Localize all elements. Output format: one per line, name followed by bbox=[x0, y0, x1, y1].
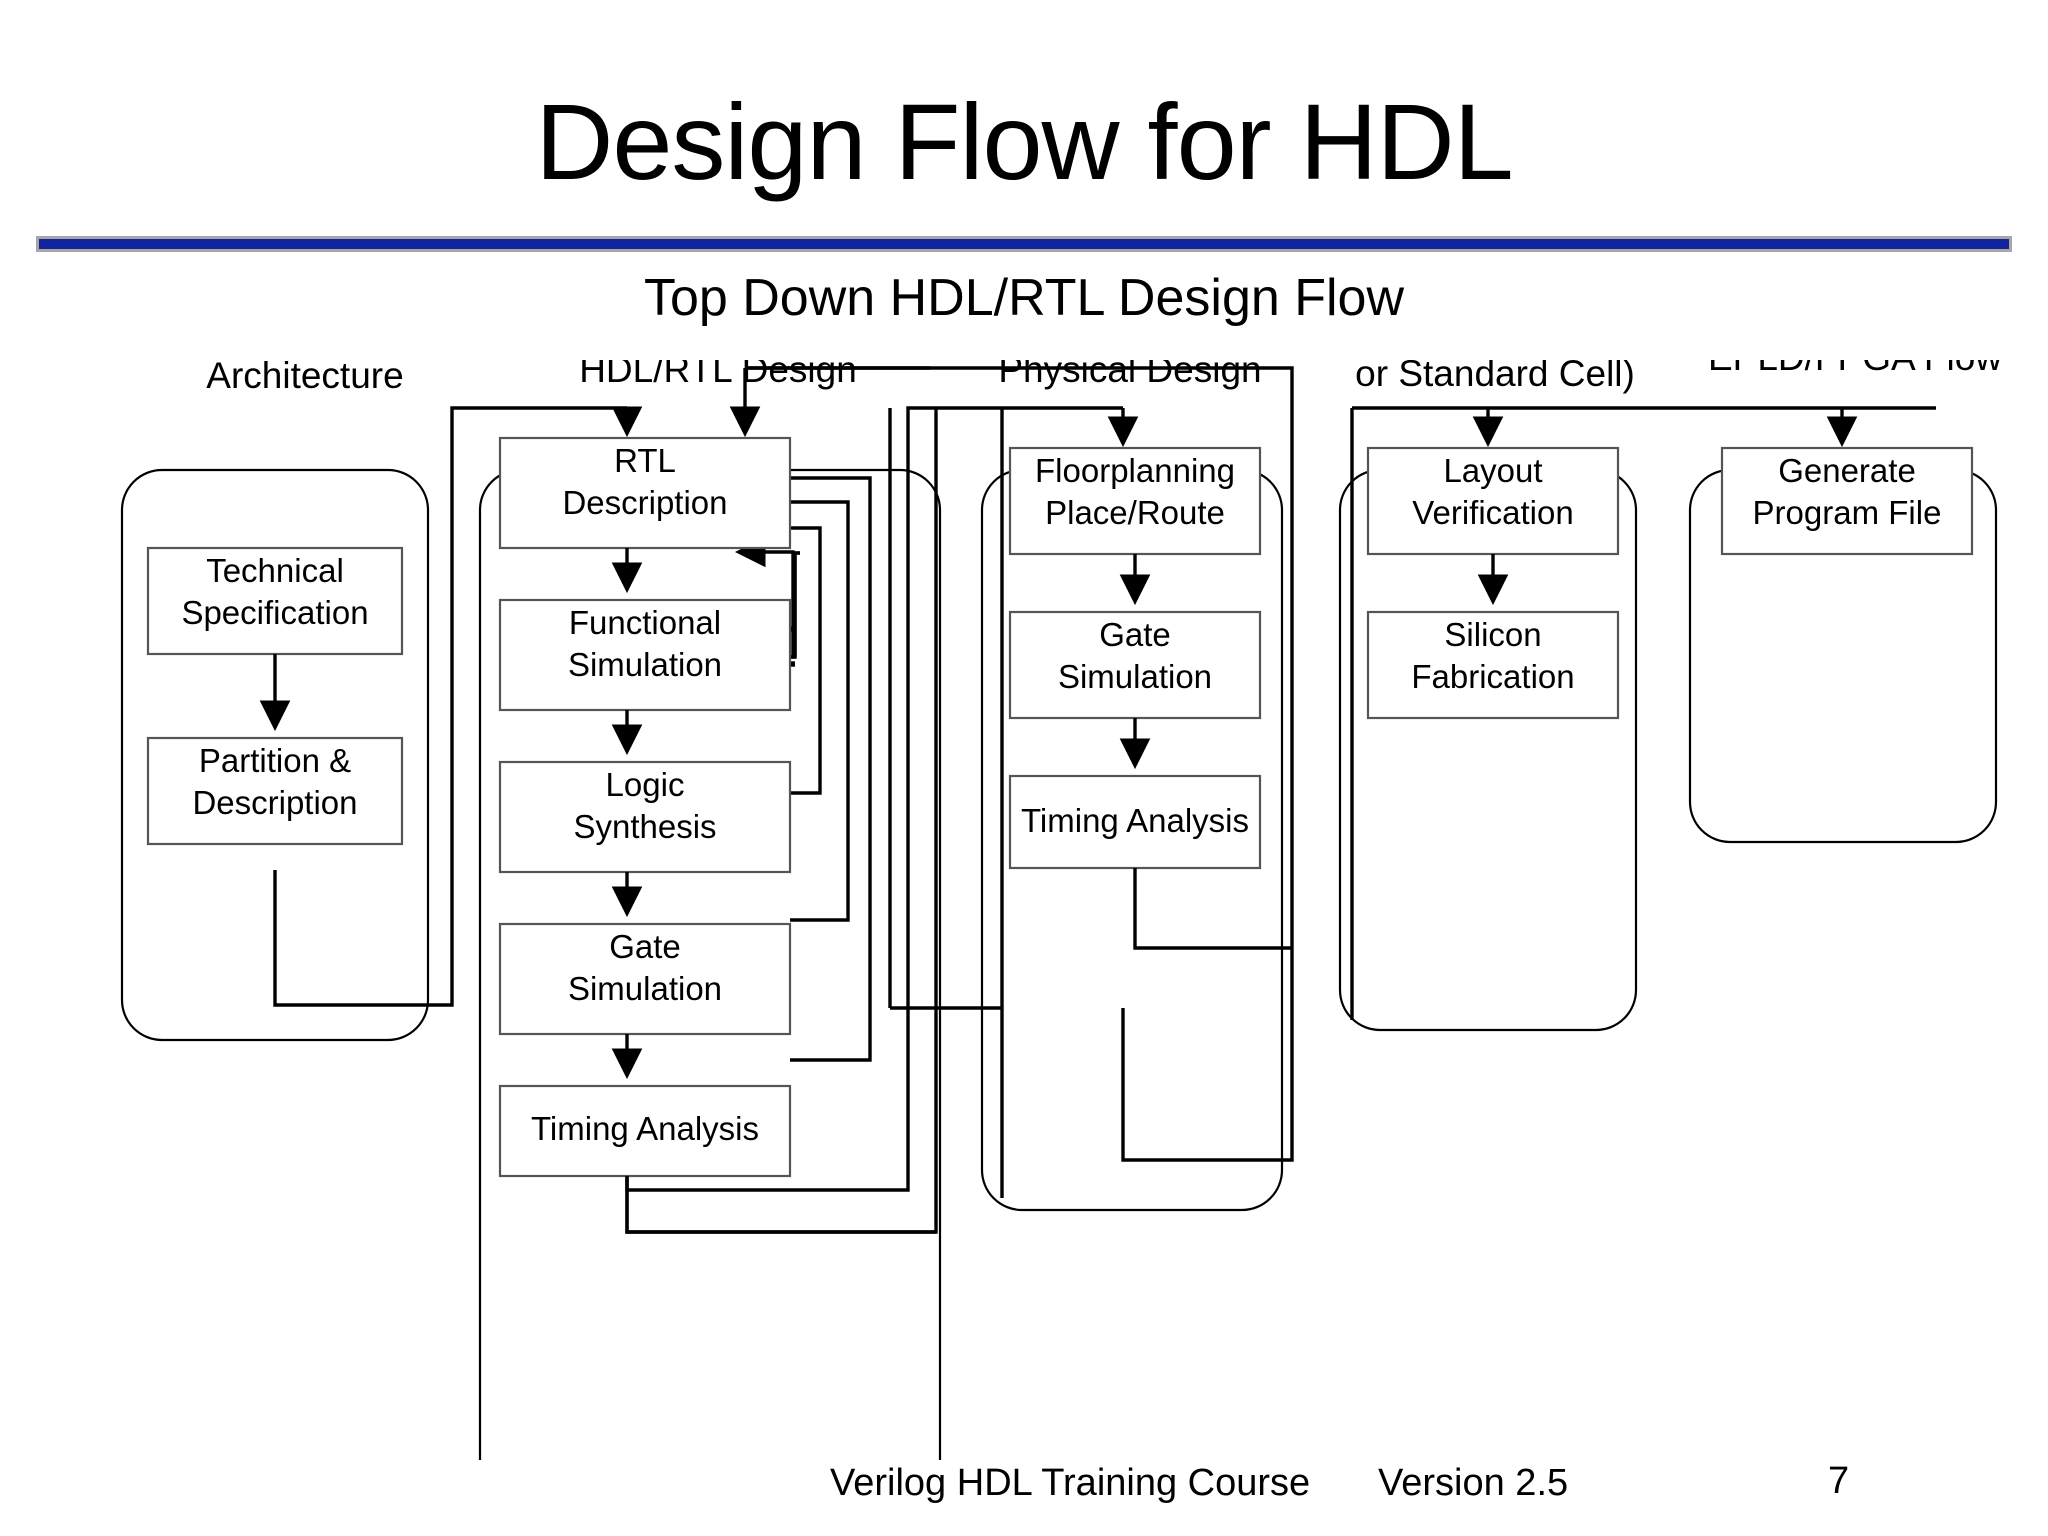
footer-version: Version 2.5 bbox=[1378, 1462, 1569, 1504]
box-layout-verification-line2: Verification bbox=[1412, 494, 1573, 531]
box-rtl-description-line2: Description bbox=[562, 484, 727, 521]
box-gate-simulation-physical-line1: Gate bbox=[1099, 616, 1171, 653]
box-gate-simulation-hdl-line1: Gate bbox=[609, 928, 681, 965]
wire-timing-phys-exit bbox=[1133, 868, 1292, 950]
box-logic-synthesis[interactable] bbox=[498, 760, 792, 874]
column-header-spec-line2: Architecture bbox=[206, 360, 403, 396]
box-logic-synthesis-line2: Synthesis bbox=[573, 808, 716, 845]
column-header-epld: EPLD/FPGA Flow bbox=[1708, 360, 2002, 378]
box-technical-specification[interactable] bbox=[146, 546, 404, 656]
box-silicon-fabrication[interactable] bbox=[1366, 610, 1620, 720]
box-silicon-fabrication-line2: Fabrication bbox=[1411, 658, 1574, 695]
footer-page-number: 7 bbox=[1828, 1460, 1850, 1502]
box-layout-verification-line1: Layout bbox=[1443, 452, 1542, 489]
box-floorplanning-line2: Place/Route bbox=[1045, 494, 1225, 531]
feedback-functional-sim bbox=[734, 536, 795, 659]
footer-course-name: Verilog HDL Training Course bbox=[830, 1462, 1311, 1504]
box-gate-simulation-physical-line2: Simulation bbox=[1058, 658, 1212, 695]
box-logic-synthesis-line1: Logic bbox=[606, 766, 685, 803]
box-gate-simulation-physical[interactable] bbox=[1008, 610, 1262, 720]
box-generate-program-file-line2: Program File bbox=[1753, 494, 1942, 531]
box-timing-analysis-hdl[interactable] bbox=[498, 1084, 792, 1178]
column-header-asic-line2: or Standard Cell) bbox=[1355, 360, 1635, 394]
column-header-hdl: HDL/RTL Design bbox=[579, 360, 857, 390]
box-functional-simulation[interactable] bbox=[498, 598, 792, 712]
box-partition-description-line2: Description bbox=[192, 784, 357, 821]
box-gate-simulation-hdl[interactable] bbox=[498, 922, 792, 1036]
feedback-timing-analysis-hdl bbox=[734, 462, 872, 1062]
title-divider-bar bbox=[36, 236, 2012, 252]
page-title: Design Flow for HDL bbox=[535, 81, 1513, 202]
wire-timing-hdl-exit bbox=[625, 1176, 936, 1234]
box-generate-program-file[interactable] bbox=[1720, 446, 1974, 556]
box-layout-verification[interactable] bbox=[1366, 446, 1620, 556]
box-generate-program-file-line1: Generate bbox=[1778, 452, 1916, 489]
box-gate-simulation-hdl-line2: Simulation bbox=[568, 970, 722, 1007]
box-rtl-description-line1: RTL bbox=[614, 442, 676, 479]
box-silicon-fabrication-line1: Silicon bbox=[1444, 616, 1541, 653]
box-timing-analysis-hdl-line1: Timing Analysis bbox=[531, 1110, 759, 1147]
feedback-gate-simulation bbox=[734, 486, 850, 922]
box-functional-simulation-line2: Simulation bbox=[568, 646, 722, 683]
wire-partition-to-rtl bbox=[273, 406, 627, 1007]
box-rtl-description[interactable] bbox=[498, 436, 792, 550]
box-floorplanning-place-route[interactable] bbox=[1008, 446, 1262, 556]
box-partition-description-line1: Partition & bbox=[199, 742, 351, 779]
group-container-spec bbox=[120, 468, 430, 1042]
box-timing-analysis-physical-line1: Timing Analysis bbox=[1021, 802, 1249, 839]
column-header-physical: Physical Design bbox=[998, 360, 1261, 390]
box-floorplanning-line1: Floorplanning bbox=[1035, 452, 1235, 489]
design-flow-diagram: Specification/ Architecture HDL/RTL Desi… bbox=[120, 360, 2002, 1460]
box-functional-simulation-line1: Functional bbox=[569, 604, 721, 641]
wire-phys-timing-bottom bbox=[745, 366, 1294, 1162]
box-technical-specification-line1: Technical bbox=[206, 552, 344, 589]
box-partition-description[interactable] bbox=[146, 736, 404, 846]
box-technical-specification-line2: Specification bbox=[181, 594, 368, 631]
page-subtitle: Top Down HDL/RTL Design Flow bbox=[643, 269, 1405, 327]
